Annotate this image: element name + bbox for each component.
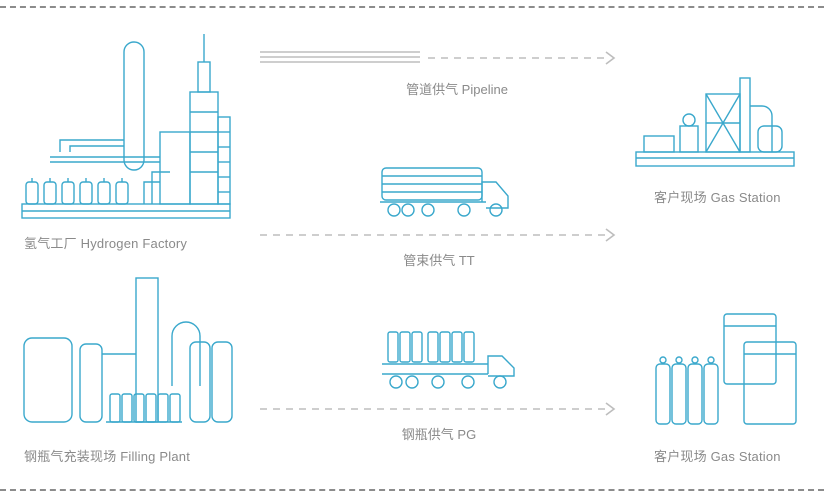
- tube-trailer-label: 管束供气 TT: [403, 253, 475, 268]
- hydrogen-factory-label: 氢气工厂 Hydrogen Factory: [24, 236, 188, 251]
- gas-station-bottom-label: 客户现场 Gas Station: [654, 449, 781, 464]
- top-dashed-border: [0, 6, 824, 8]
- gas-station-top-label: 客户现场 Gas Station: [654, 190, 781, 205]
- tube-trailer-arrow: [260, 228, 616, 242]
- hydrogen-factory-icon: [21, 34, 231, 219]
- bottom-dashed-border: [0, 489, 824, 491]
- cylinder-truck-icon: [382, 331, 515, 389]
- gas-station-cylinders-icon: [655, 313, 797, 425]
- pipeline-arrow: [260, 51, 616, 65]
- pipeline-label: 管道供气 Pipeline: [406, 82, 508, 97]
- filling-plant-label: 钢瓶气充装现场 Filling Plant: [24, 449, 191, 464]
- filling-plant-icon: [23, 277, 233, 423]
- packaged-gas-label: 钢瓶供气 PG: [401, 427, 477, 442]
- packaged-gas-arrow: [260, 402, 616, 416]
- tube-trailer-truck-icon: [380, 167, 509, 217]
- gas-station-plant-icon: [635, 77, 795, 167]
